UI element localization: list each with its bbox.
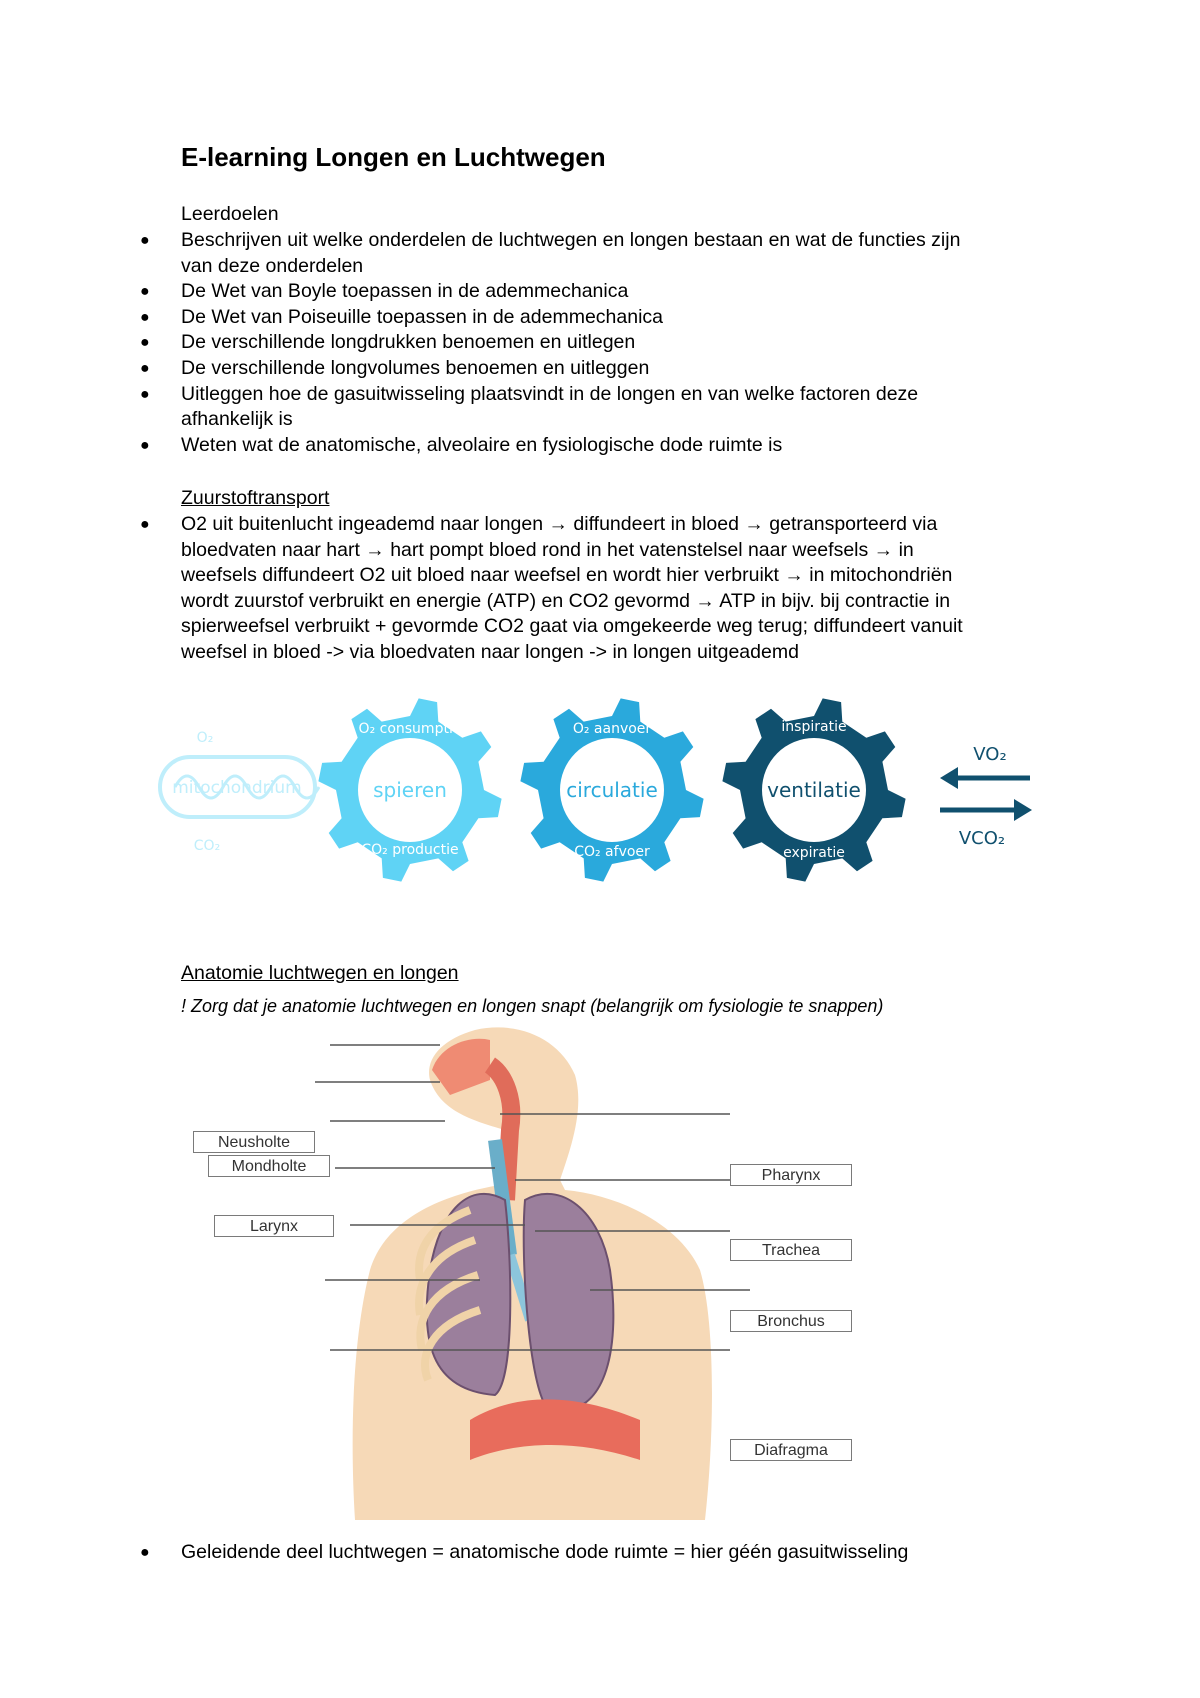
vco2-label: VCO₂ <box>959 828 1005 849</box>
zuurstof-line: weefsels diffundeert O2 uit bloed naar w… <box>181 564 953 587</box>
bullet-dot: ● <box>140 436 150 454</box>
vo2-label: VO₂ <box>973 744 1006 765</box>
leerdoel-item-line: afhankelijk is <box>181 408 293 431</box>
bullet-dot: ● <box>140 1544 150 1561</box>
gas-exchange-arrows: VO₂ VCO₂ <box>940 744 1032 849</box>
bullet-dot: ● <box>140 308 150 326</box>
diaphragm-graphic <box>470 1399 640 1460</box>
arrow-in-head <box>940 767 958 789</box>
gear-circulatie-label: circulatie <box>566 778 658 802</box>
zuurstof-line: spierweefsel verbruikt + gevormde CO2 ga… <box>181 615 963 638</box>
gear-ventilatie-bottom: expiratie <box>783 845 845 861</box>
zuurstof-heading: Zuurstoftransport <box>181 487 330 509</box>
bullet-dot: ● <box>140 232 150 249</box>
gear-ventilatie-top: inspiratie <box>781 719 846 735</box>
zuurstof-line: bloedvaten naar hart → hart pompt bloed … <box>181 538 914 561</box>
mitochondrium-graphic: mitochondrium O₂ CO₂ <box>158 730 321 854</box>
gear-spieren-top: O₂ consumptie <box>359 721 462 737</box>
final-bullet-text: Geleidende deel luchtwegen = anatomische… <box>181 1541 909 1563</box>
leerdoel-item-line: De verschillende longdrukken benoemen en… <box>181 331 636 354</box>
bullet-dot: ● <box>140 334 150 352</box>
leerdoel-item-line: van deze onderdelen <box>181 254 364 277</box>
bullet-dot: ● <box>140 385 150 403</box>
leerdoel-item-line: Uitleggen hoe de gasuitwisseling plaatsv… <box>181 382 919 405</box>
zuurstof-line: O2 uit buitenlucht ingeademd naar longen… <box>181 513 938 535</box>
label-neusholte: Neusholte <box>193 1131 315 1153</box>
zuurstof-line: weefsel in bloed -> via bloedvaten naar … <box>181 641 799 663</box>
label-mondholte: Mondholte <box>208 1155 330 1177</box>
label-lines <box>315 1044 750 1351</box>
bullet-dot: ● <box>140 283 150 301</box>
leerdoel-item-line: De Wet van Boyle toepassen in de ademmec… <box>181 280 629 303</box>
mito-co2: CO₂ <box>194 838 220 854</box>
leerdoel-item-line: De Wet van Poiseuille toepassen in de ad… <box>181 305 664 328</box>
lungs-graphic <box>425 1192 615 1412</box>
gear-circulatie-bottom: CO₂ afvoer <box>574 844 650 860</box>
label-pharynx: Pharynx <box>730 1164 852 1186</box>
bullet-dot: ● <box>140 360 150 377</box>
gear-circulatie-top: O₂ aanvoer <box>573 721 652 737</box>
anatomie-heading: Anatomie luchtwegen en longen <box>181 962 459 984</box>
gear-spieren-label: spieren <box>373 778 447 802</box>
bullet-dot: ● <box>140 516 150 533</box>
page-title: E-learning Longen en Luchtwegen <box>181 142 606 172</box>
label-larynx: Larynx <box>214 1215 334 1237</box>
label-bronchus: Bronchus <box>730 1310 852 1332</box>
leerdoel-item-line: Beschrijven uit welke onderdelen de luch… <box>181 229 961 251</box>
mito-o2: O₂ <box>197 730 214 746</box>
leerdoel-item-line: Weten wat de anatomische, alveolaire en … <box>181 433 783 456</box>
gear-ventilatie: ventilatie inspiratie expiratie <box>722 698 906 882</box>
gear-diagram: mitochondrium O₂ CO₂ spieren O₂ consumpt… <box>158 698 1032 882</box>
arrow-out-head <box>1014 799 1032 821</box>
gear-ventilatie-label: ventilatie <box>767 778 861 802</box>
anatomy-illustration <box>315 1027 750 1520</box>
label-trachea: Trachea <box>730 1239 852 1261</box>
gear-spieren: spieren O₂ consumptie CO₂ productie <box>318 698 502 882</box>
label-diafragma: Diafragma <box>730 1439 852 1461</box>
gear-circulatie: circulatie O₂ aanvoer CO₂ afvoer <box>520 698 704 882</box>
leerdoelen-heading: Leerdoelen <box>181 203 279 225</box>
gear-spieren-bottom: CO₂ productie <box>361 842 458 858</box>
anatomie-note: ! Zorg dat je anatomie luchtwegen en lon… <box>181 996 884 1016</box>
zuurstof-line: wordt zuurstof verbruikt en energie (ATP… <box>181 589 951 612</box>
mito-label: mitochondrium <box>172 778 301 798</box>
leerdoel-item-line: De verschillende longvolumes benoemen en… <box>181 357 650 379</box>
